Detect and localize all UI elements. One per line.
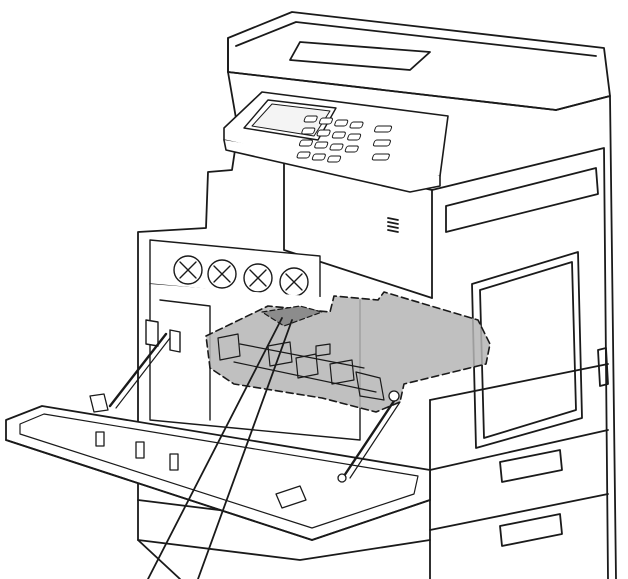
leader-line-icon bbox=[147, 317, 293, 579]
waste-toner-unit-icon bbox=[205, 291, 491, 413]
control-panel-icon bbox=[223, 91, 449, 193]
front-door-icon bbox=[5, 332, 431, 541]
